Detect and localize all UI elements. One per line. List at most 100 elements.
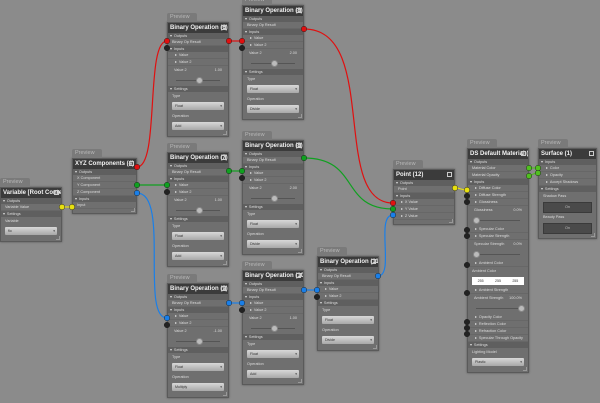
section-header[interactable]: Inputs [243, 29, 303, 35]
resize-grip[interactable] [468, 367, 528, 372]
value-slider[interactable] [168, 336, 228, 347]
preview-tab[interactable]: Preview [242, 131, 272, 140]
dropdown-value[interactable]: Float [322, 316, 374, 324]
dropdown-value[interactable]: Float [247, 350, 299, 358]
input-port-row[interactable]: Ambient Strength [468, 287, 528, 294]
preview-tab[interactable]: Preview [167, 143, 197, 152]
dropdown-value[interactable]: Add [172, 122, 224, 130]
preview-tab[interactable]: Preview [538, 139, 568, 148]
socket-icon[interactable] [68, 203, 76, 211]
value-slider[interactable] [168, 205, 228, 216]
dropdown-value[interactable]: Multiply [172, 383, 224, 391]
dropdown[interactable]: Plastic [468, 356, 528, 368]
node-header[interactable]: Binary Operation (9) [168, 284, 228, 294]
color-channel-field[interactable]: 255 [477, 279, 484, 283]
resize-grip[interactable] [73, 208, 136, 213]
node-header[interactable]: Variable [Root Context] [1, 188, 61, 198]
value-slider[interactable] [168, 75, 228, 86]
section-header[interactable]: Settings [243, 334, 303, 340]
socket-icon[interactable] [163, 314, 171, 322]
slider-handle[interactable] [270, 325, 278, 332]
input-port-row[interactable]: Value 2 [168, 189, 228, 196]
node-menu-icon[interactable] [296, 143, 301, 148]
value-slider[interactable] [468, 215, 528, 226]
dropdown[interactable]: Divide [318, 334, 378, 346]
node-header[interactable]: Binary Operation (8) [243, 141, 303, 151]
dropdown-value[interactable]: Divide [247, 105, 299, 113]
section-header[interactable]: Settings [168, 216, 228, 222]
node-menu-icon[interactable] [129, 161, 134, 166]
input-port-row[interactable]: Ambient Color [468, 260, 528, 267]
dropdown[interactable]: Divide [243, 238, 303, 250]
dropdown[interactable]: Float [168, 100, 228, 112]
resize-grip[interactable] [539, 233, 596, 238]
preview-tab[interactable]: Preview [317, 247, 347, 256]
socket-icon[interactable] [133, 163, 141, 171]
dropdown[interactable]: Float [243, 83, 303, 95]
resize-grip[interactable] [243, 114, 303, 119]
node-header[interactable]: Binary Operation (10)* [243, 271, 303, 281]
node-header[interactable]: DS Default Material (2) [468, 149, 528, 159]
node-menu-icon[interactable] [221, 25, 226, 30]
socket-icon[interactable] [525, 172, 533, 180]
socket-icon[interactable] [463, 226, 471, 234]
node-menu-icon[interactable] [296, 273, 301, 278]
socket-icon[interactable] [534, 169, 542, 177]
section-header[interactable]: Outputs [168, 294, 228, 300]
section-header[interactable]: Outputs [168, 163, 228, 169]
dropdown[interactable]: Float [243, 218, 303, 230]
section-header[interactable]: Inputs [243, 294, 303, 300]
section-header[interactable]: Inputs [168, 46, 228, 52]
section-header[interactable]: Settings [168, 86, 228, 92]
slider-handle[interactable] [195, 77, 203, 84]
section-header[interactable]: Settings [318, 300, 378, 306]
value-slider[interactable] [468, 303, 528, 314]
input-port-row[interactable]: Value 2 [168, 320, 228, 327]
socket-icon[interactable] [374, 272, 382, 280]
socket-icon[interactable] [313, 286, 321, 294]
slider-handle[interactable] [473, 217, 480, 224]
section-header[interactable]: Outputs [318, 267, 378, 273]
input-port-row[interactable]: Z Value [394, 213, 454, 220]
color-channel-field[interactable]: 255 [512, 279, 519, 283]
input-port-row[interactable]: Diffuse Strength [468, 192, 528, 199]
socket-icon[interactable] [300, 154, 308, 162]
input-port-row[interactable]: Value 2 [243, 177, 303, 184]
socket-icon[interactable] [163, 188, 171, 196]
section-header[interactable]: Inputs [168, 307, 228, 313]
dropdown[interactable]: Float [243, 348, 303, 360]
value-slider[interactable] [243, 193, 303, 204]
slider-handle[interactable] [473, 251, 480, 258]
dropdown-value[interactable]: Divide [247, 240, 299, 248]
socket-icon[interactable] [163, 37, 171, 45]
section-header[interactable]: Outputs [468, 159, 528, 165]
value-slider[interactable] [468, 249, 528, 260]
dropdown[interactable]: Add [168, 120, 228, 132]
socket-icon[interactable] [225, 299, 233, 307]
resize-grip[interactable] [318, 345, 378, 350]
node-header[interactable]: XYZ Components (4) [73, 159, 136, 169]
node-menu-icon[interactable] [296, 8, 301, 13]
node-header[interactable]: Point (12) [394, 170, 454, 180]
dropdown[interactable]: flo [1, 225, 61, 237]
dropdown[interactable]: Multiply [168, 381, 228, 393]
value-slider[interactable] [243, 58, 303, 69]
node-header[interactable]: Binary Operation (11)* [318, 257, 378, 267]
dropdown[interactable]: Add [168, 250, 228, 262]
preview-tab[interactable]: Preview [167, 274, 197, 283]
node-menu-icon[interactable] [589, 151, 594, 156]
socket-icon[interactable] [451, 184, 459, 192]
socket-icon[interactable] [163, 181, 171, 189]
node-menu-icon[interactable] [447, 172, 452, 177]
resize-grip[interactable] [243, 379, 303, 384]
dropdown-value[interactable]: Divide [322, 336, 374, 344]
node-menu-icon[interactable] [221, 286, 226, 291]
dropdown[interactable]: Float [168, 230, 228, 242]
slider-handle[interactable] [270, 195, 278, 202]
